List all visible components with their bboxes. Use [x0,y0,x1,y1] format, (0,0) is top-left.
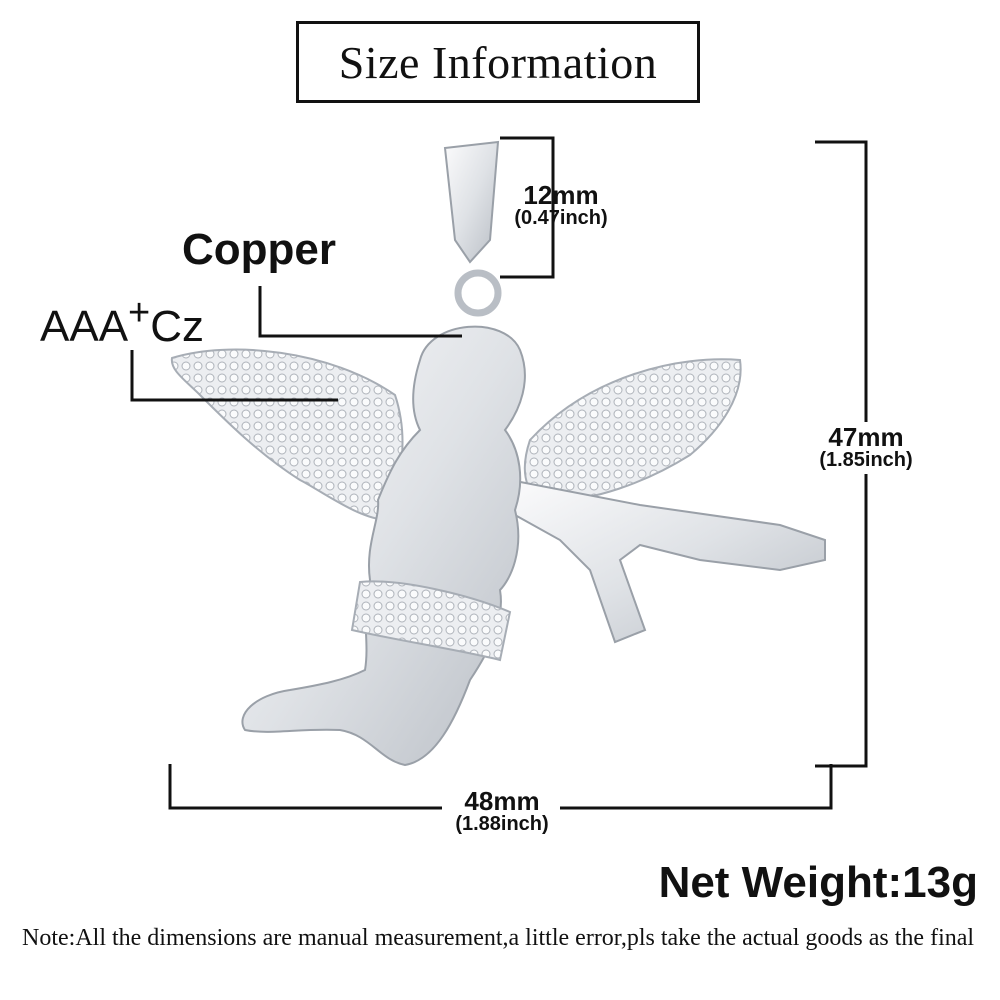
height-dimension-line [815,140,868,422]
belt-shape [350,580,512,662]
width-mm: 48mm [464,786,540,816]
cz-leader-line [130,350,338,402]
cz-main: AAA [40,302,129,351]
cz-suffix: Cz [150,302,205,351]
gun-shape [508,478,826,644]
net-weight: Net Weight:13g [658,858,978,907]
width-inch: (1.88inch) [455,813,549,835]
copper-label: Copper [182,225,336,274]
right-wing-shape [523,358,742,502]
width-dimension-line [168,764,442,810]
height-inch: (1.85inch) [819,449,913,471]
note-text: Note:All the dimensions are manual measu… [22,925,975,951]
bail-inch: (0.47inch) [514,207,608,229]
bail-dimension-line [500,136,555,279]
page-title: Size Information [338,36,658,88]
title-box: Size Information [296,21,700,103]
height-mm: 47mm [828,422,904,452]
angel-body-shape [241,325,526,767]
bail-shape [443,140,502,317]
left-wing-shape [170,348,404,522]
bail-dimension-label: 12mm (0.47inch) [502,182,620,228]
height-dimension-line-lower [815,474,868,768]
width-dimension-label: 48mm (1.88inch) [440,788,564,834]
bail-mm: 12mm [523,180,599,210]
width-dimension-line-right [560,764,833,810]
cz-plus: + [128,292,151,334]
height-dimension-label: 47mm (1.85inch) [806,424,926,470]
copper-leader-line [258,286,462,338]
cz-label: AAA+Cz [40,294,205,351]
